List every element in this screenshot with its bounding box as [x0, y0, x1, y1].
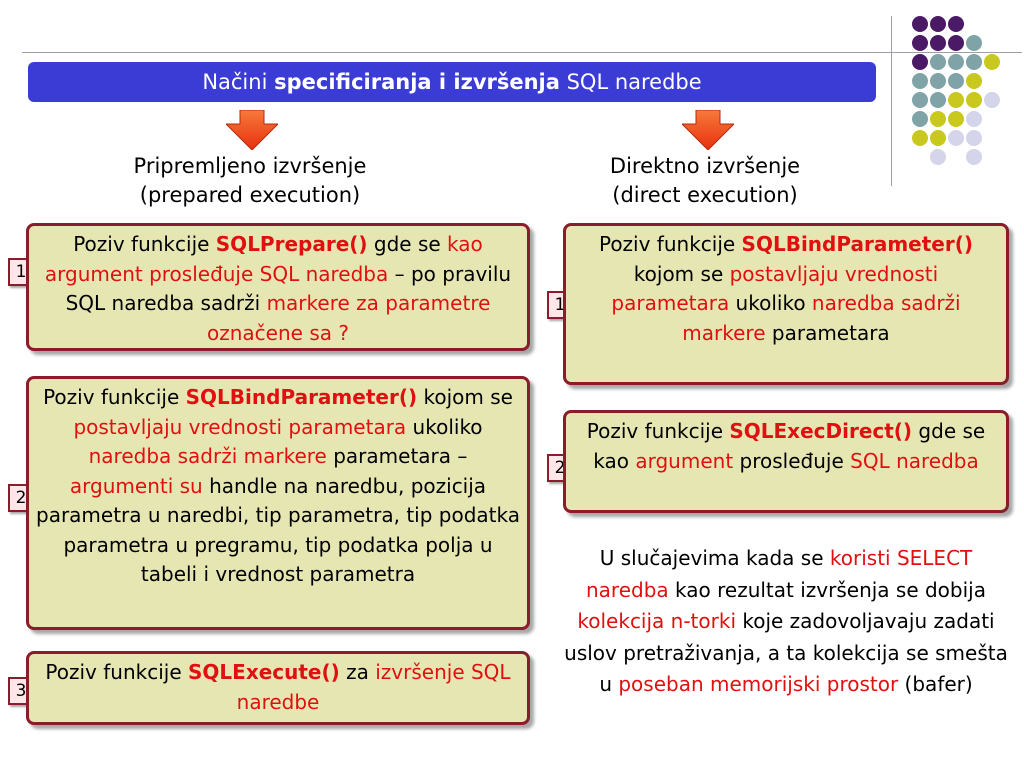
highlight-text: izvršenje SQL naredbe	[236, 660, 511, 714]
text: (bafer)	[898, 672, 973, 696]
text: Poziv funkcije	[73, 232, 216, 256]
dot	[912, 111, 928, 127]
highlight-text: kao argument prosleđuje SQL naredba	[44, 232, 483, 286]
select-note: U slučajevima kada se koristi SELECT nar…	[560, 543, 1012, 701]
dot	[930, 16, 946, 32]
dot	[948, 16, 964, 32]
dot	[912, 73, 928, 89]
dot	[930, 149, 946, 165]
dot	[948, 54, 964, 70]
dot	[966, 35, 982, 51]
dot	[966, 54, 982, 70]
dot	[948, 73, 964, 89]
dot	[912, 130, 928, 146]
dot	[984, 92, 1000, 108]
text: ukoliko	[729, 291, 812, 315]
text: U slučajevima kada se	[599, 546, 830, 570]
dot	[912, 35, 928, 51]
text: za	[339, 660, 376, 684]
down-arrow-left-icon	[226, 110, 278, 150]
highlight-text: markere za parametre označene sa ?	[207, 291, 491, 345]
dot	[948, 130, 964, 146]
highlight-text: postavljaju vrednosti parametara	[611, 261, 939, 316]
highlight-text: argumenti su	[69, 473, 203, 498]
text: Poziv funkcije	[45, 660, 188, 684]
top-divider-line	[22, 52, 1022, 53]
dot	[948, 92, 964, 108]
dot	[966, 73, 982, 89]
right-heading-line1: Direktno izvršenje	[609, 154, 801, 178]
text: kojom se	[417, 385, 513, 409]
dot	[930, 35, 946, 51]
right-column-heading: Direktno izvršenje (direct execution)	[555, 152, 855, 210]
dot	[966, 111, 982, 127]
text: parametara –	[326, 444, 468, 468]
dot	[930, 73, 946, 89]
text: kojom se	[633, 261, 730, 286]
left-heading-line2: (prepared execution)	[139, 183, 361, 207]
text: parametara	[765, 320, 890, 345]
function-name: SQLBindParameter()	[185, 385, 418, 409]
text: Poziv funkcije	[598, 232, 742, 256]
function-name: SQLExecute()	[188, 660, 340, 684]
dot	[948, 111, 964, 127]
text: koje zadovoljavaju zadati uslov pretraži…	[564, 609, 1008, 696]
left-step-1-box: Poziv funkcije SQLPrepare() gde se kao a…	[26, 223, 530, 351]
highlight-text: postavljaju vrednosti parametara	[73, 414, 407, 439]
text: gde se kao	[593, 419, 986, 473]
dot	[984, 54, 1000, 70]
left-heading-line1: Pripremljeno izvršenje	[133, 154, 367, 178]
dot	[912, 54, 928, 70]
title-text-1: Načini	[202, 70, 275, 94]
text: handle na naredbu, pozicija parametra u …	[36, 473, 520, 587]
left-step-3-box: Poziv funkcije SQLExecute() za izvršenje…	[26, 651, 530, 725]
left-column-heading: Pripremljeno izvršenje (prepared executi…	[80, 152, 420, 210]
down-arrow-right-icon	[682, 110, 734, 150]
dot	[966, 92, 982, 108]
right-step-1-box: Poziv funkcije SQLBindParameter() kojom …	[563, 223, 1009, 385]
left-step-2-box: Poziv funkcije SQLBindParameter() kojom …	[26, 376, 530, 630]
title-bar: Načini specificiranja i izvršenja SQL na…	[28, 62, 876, 102]
dot	[912, 92, 928, 108]
highlight-text: argument	[635, 448, 734, 473]
text: – po pravilu SQL naredba sadrži	[65, 261, 512, 316]
corner-divider-line	[891, 16, 892, 186]
highlight-text: koristi SELECT naredba	[586, 546, 973, 602]
highlight-text: naredba sadrži markere	[88, 444, 327, 468]
dot	[930, 130, 946, 146]
text: Poziv funkcije	[586, 419, 730, 443]
right-heading-line2: (direct execution)	[612, 183, 798, 207]
dot	[966, 130, 982, 146]
highlight-text: naredba sadrži markere	[682, 291, 961, 345]
dot	[966, 149, 982, 165]
highlight-text: kolekcija n-torki	[577, 609, 736, 633]
title-text-bold: specificiranja i izvršenja	[274, 70, 560, 94]
function-name: SQLBindParameter()	[741, 232, 974, 256]
text: kao rezultat izvršenja se dobija	[668, 577, 986, 602]
dot	[930, 54, 946, 70]
text: ukoliko	[406, 414, 483, 439]
text: prosleđuje	[733, 448, 851, 473]
right-step-2-box: Poziv funkcije SQLExecDirect() gde se ka…	[563, 410, 1009, 513]
dot	[930, 111, 946, 127]
function-name: SQLExecDirect()	[729, 419, 913, 443]
highlight-text: poseban memorijski prostor	[618, 672, 899, 696]
dot	[930, 92, 946, 108]
text: gde se	[367, 232, 448, 256]
highlight-text: SQL naredba	[850, 448, 979, 473]
function-name: SQLPrepare()	[215, 232, 368, 256]
text: Poziv funkcije	[43, 385, 186, 409]
dot	[948, 35, 964, 51]
title-text-2: SQL naredbe	[559, 70, 702, 94]
dot	[912, 16, 928, 32]
